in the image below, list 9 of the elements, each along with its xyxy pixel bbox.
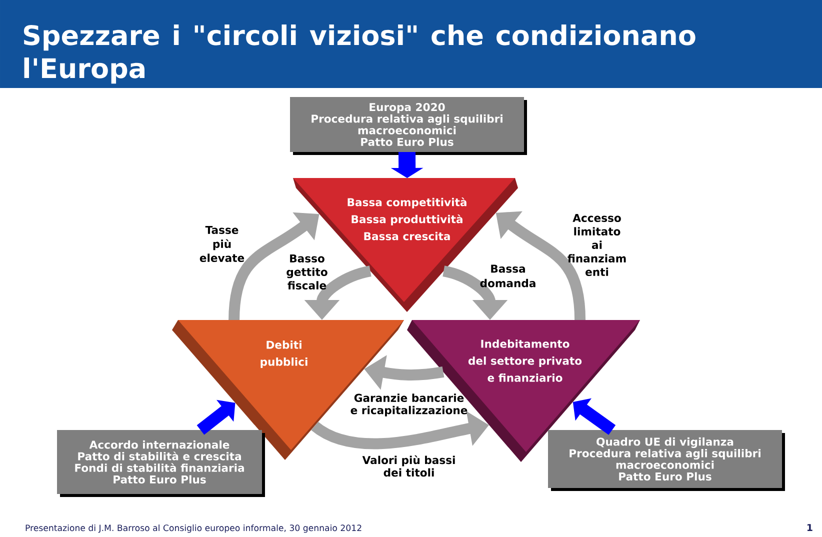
text-box: Europa 2020 Procedura relativa agli squilibri macroeconomici Patto Euro Plus bbox=[290, 96, 527, 155]
footer-text: Presentazione di J.M. Barroso al Consiglio europeo informale, 30 gennaio 2012 bbox=[26, 524, 362, 533]
edge-label: Tasse più elevate bbox=[200, 226, 244, 262]
edge-label: Accesso limitato ai finanziam enti bbox=[568, 214, 626, 276]
page-number: 1 bbox=[807, 524, 812, 531]
title: Spezzare i "circoli viziosi" che condizionano l'Europa bbox=[24, 24, 696, 84]
text-box: Accordo internazionale Patto di stabilità e crescita Fondi di stabilità finanziaria Patto Euro Plus bbox=[57, 430, 265, 497]
arrow bbox=[196, 400, 236, 435]
text-box: Quadro UE di vigilanza Procedura relativa agli squilibri macroeconomici Patto Euro Plus bbox=[548, 430, 785, 491]
